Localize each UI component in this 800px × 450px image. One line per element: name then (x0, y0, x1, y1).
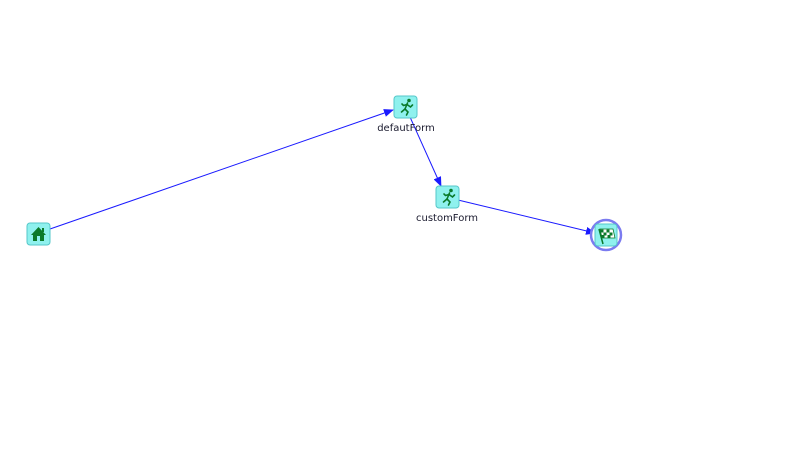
running-person-icon (442, 188, 456, 206)
edge-customForm-to-end[interactable] (457, 199, 596, 235)
node-defautForm[interactable]: defautForm (377, 95, 435, 134)
edge-start-to-defautForm[interactable] (49, 109, 394, 230)
home-icon (31, 227, 46, 241)
edge-defautForm-to-customForm[interactable] (409, 116, 442, 187)
node-end[interactable] (589, 218, 623, 252)
edges (49, 109, 596, 235)
node-start[interactable] (26, 222, 51, 246)
node-label-customForm: customForm (416, 213, 478, 224)
checkered-flag-icon (598, 228, 616, 245)
node-customForm[interactable]: customForm (416, 185, 478, 224)
node-label-defautForm: defautForm (377, 123, 435, 134)
running-person-icon (400, 98, 414, 116)
